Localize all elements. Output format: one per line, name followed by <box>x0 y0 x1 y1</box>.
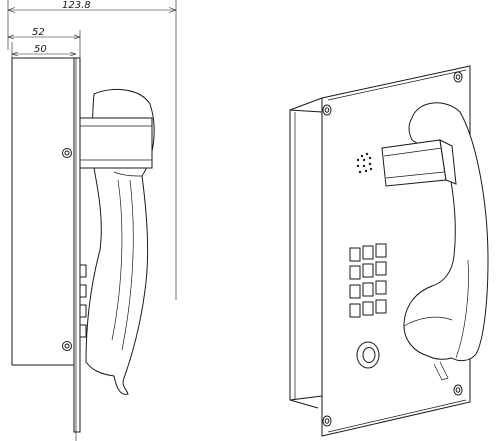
svg-text:*: * <box>353 308 357 316</box>
dimension-inner-label: 50 <box>34 44 47 55</box>
keypad-key[interactable]: 5 <box>362 263 374 278</box>
corner-screw-icon <box>453 71 463 83</box>
call-button[interactable] <box>356 341 380 369</box>
svg-text:1: 1 <box>353 252 358 260</box>
svg-text:#: # <box>378 304 383 312</box>
svg-text:3: 3 <box>379 248 384 256</box>
keypad-key[interactable]: 0 <box>362 301 374 316</box>
iso-view: 1 2 3 4 5 6 <box>289 65 489 437</box>
keypad-key[interactable]: 1 <box>349 247 361 262</box>
keypad-key[interactable]: 6 <box>375 261 387 276</box>
plate-screw-icon <box>62 148 72 158</box>
keypad-key[interactable]: # <box>375 299 387 314</box>
hook-side <box>79 117 153 169</box>
keypad-side-keys <box>79 264 87 338</box>
svg-text:9: 9 <box>379 285 384 293</box>
keypad: 1 2 3 4 5 6 <box>349 243 387 318</box>
dimension-overall-label: 123.8 <box>62 0 91 11</box>
svg-text:5: 5 <box>366 268 371 276</box>
svg-text:8: 8 <box>366 287 371 295</box>
keypad-key[interactable]: * <box>349 303 361 318</box>
keypad-key[interactable]: 3 <box>375 243 387 258</box>
keypad-key[interactable]: 4 <box>349 265 361 280</box>
corner-screw-icon <box>453 384 463 396</box>
corner-screw-icon <box>322 415 332 427</box>
svg-text:6: 6 <box>379 266 384 274</box>
corner-screw-icon <box>322 104 332 116</box>
svg-text:2: 2 <box>366 250 371 258</box>
front-plate <box>73 57 81 433</box>
plate-screw-icon <box>62 341 72 351</box>
dimension-outer: 52 <box>7 27 81 58</box>
speaker-grille-icon <box>356 152 373 174</box>
keypad-key[interactable]: 2 <box>362 245 374 260</box>
svg-text:7: 7 <box>353 289 358 297</box>
keypad-key[interactable]: 7 <box>349 284 361 299</box>
svg-text:4: 4 <box>353 270 358 278</box>
back-box-iso <box>289 97 323 401</box>
dimension-inner: 50 <box>11 42 77 58</box>
dimension-overall: 123.8 <box>7 0 177 300</box>
side-view: 123.8 52 50 <box>7 0 177 441</box>
back-box <box>11 57 75 366</box>
keypad-key[interactable]: 8 <box>362 282 374 297</box>
hook-iso <box>381 139 457 187</box>
svg-text:0: 0 <box>366 306 371 314</box>
keypad-key[interactable]: 9 <box>375 280 387 295</box>
dimension-outer-label: 52 <box>32 27 45 38</box>
